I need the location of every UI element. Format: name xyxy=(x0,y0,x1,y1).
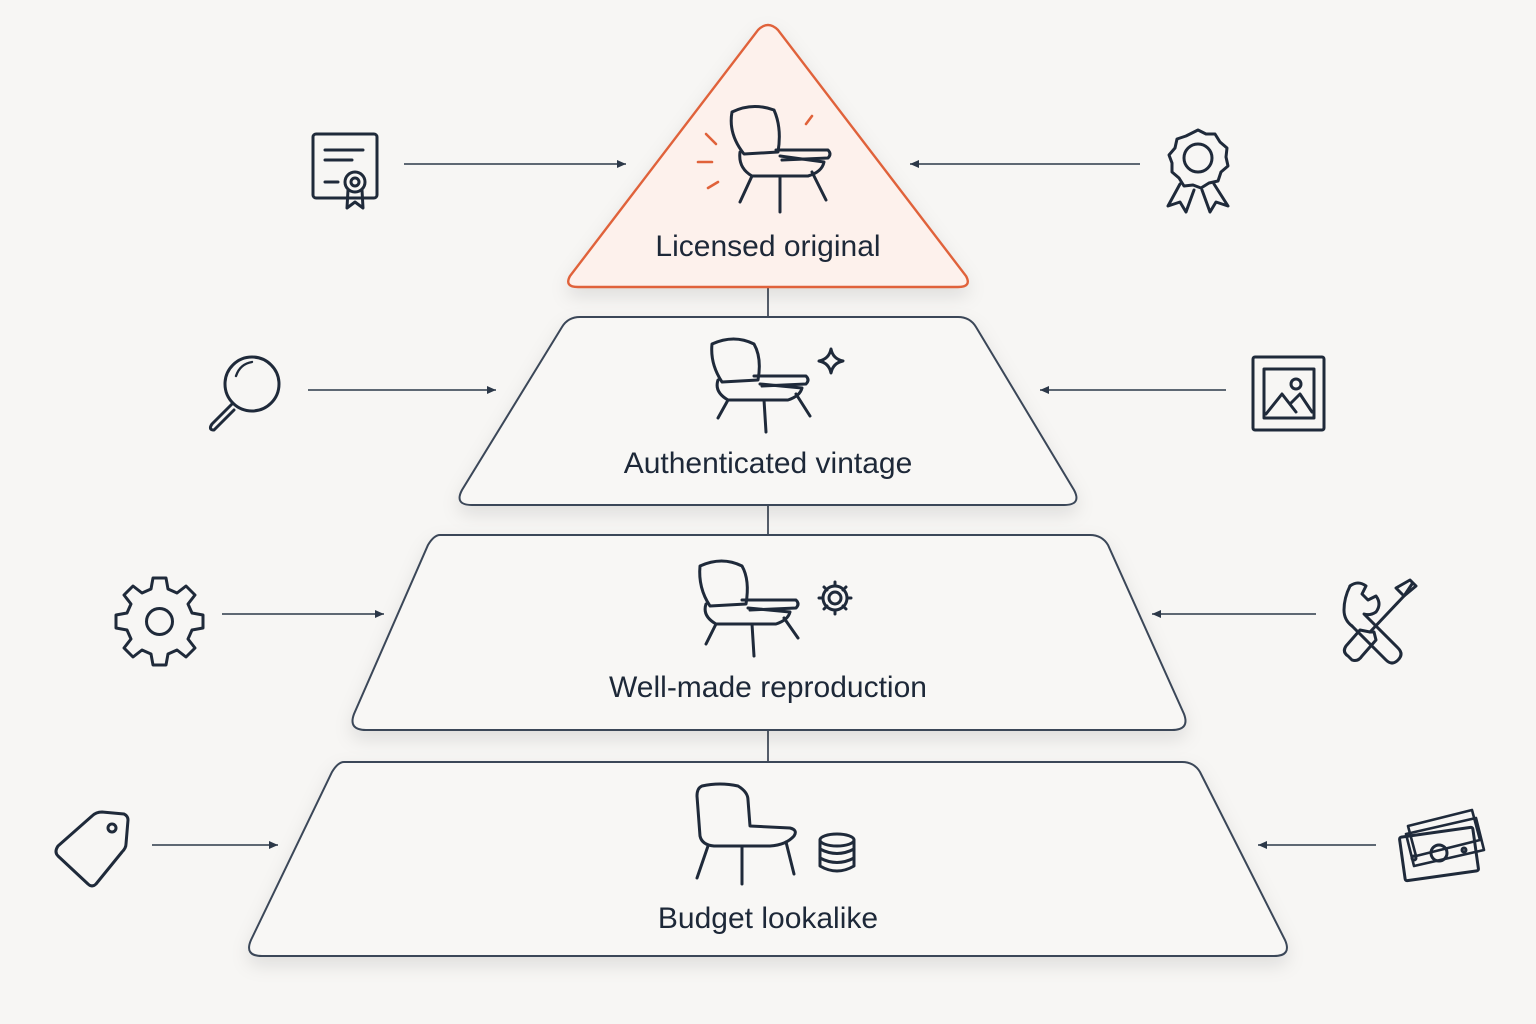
coin-stack-icon xyxy=(818,832,856,873)
magnifier-icon xyxy=(208,355,281,432)
highlight-rays-icon xyxy=(696,114,814,190)
tier-label: Authenticated vintage xyxy=(624,447,913,480)
tier-authenticated-vintage: Authenticated vintage xyxy=(458,316,1078,506)
award-rosette-icon xyxy=(1166,128,1230,214)
sparkle-icon xyxy=(817,347,845,375)
price-tag-icon xyxy=(54,810,130,888)
small-gear-icon xyxy=(817,580,853,616)
armchair-icon xyxy=(729,105,832,214)
certificate-icon xyxy=(311,132,379,210)
gear-icon xyxy=(114,576,205,667)
wrench-screwdriver-icon xyxy=(1342,578,1418,665)
side-arrows xyxy=(152,160,1376,849)
tier-label: Licensed original xyxy=(655,230,880,263)
picture-frame-icon xyxy=(1251,355,1326,432)
tier-well-made-reproduction: Well-made reproduction xyxy=(351,534,1187,731)
tier-label: Budget lookalike xyxy=(658,902,878,935)
cash-stack-icon xyxy=(1398,808,1486,883)
tier-budget-lookalike: Budget lookalike xyxy=(248,761,1288,957)
lounge-chair-icon xyxy=(710,337,812,434)
lounge-chair-icon xyxy=(698,559,800,658)
tier-licensed-original: Licensed original xyxy=(567,23,969,289)
side-chair-icon xyxy=(695,782,797,886)
tier-label: Well-made reproduction xyxy=(609,671,927,704)
